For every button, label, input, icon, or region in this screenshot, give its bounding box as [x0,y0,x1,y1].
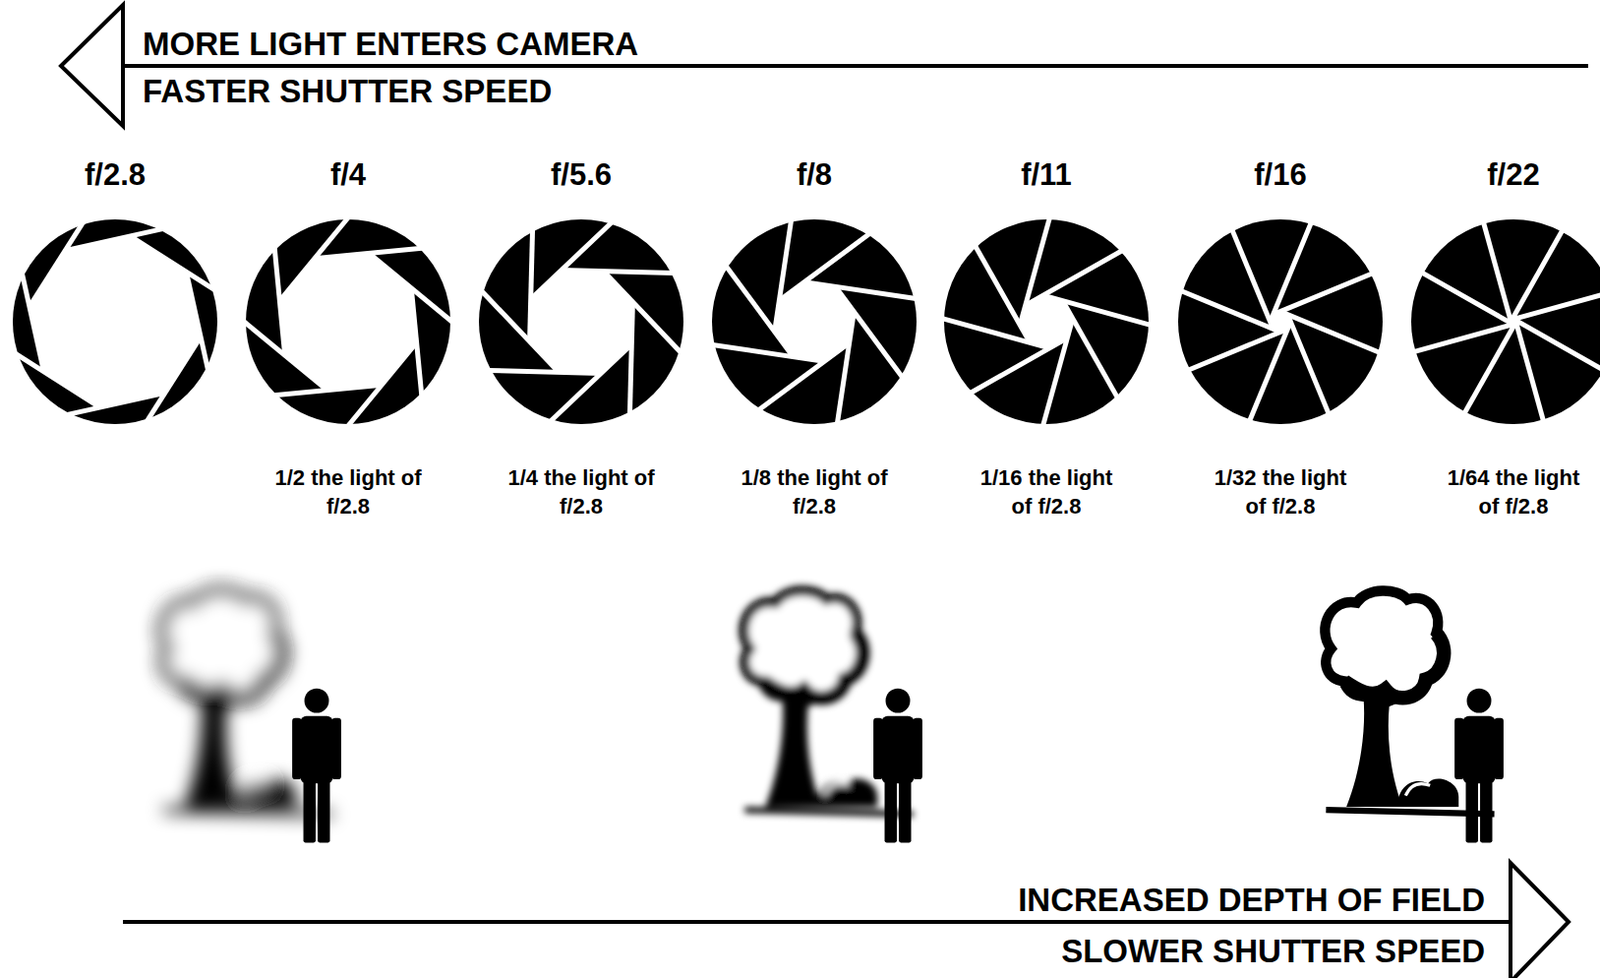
blade-gap [1273,273,1373,315]
blade-gap [368,252,453,322]
blade-gap [29,222,83,307]
aperture-stop: f/2.8 [6,157,224,428]
aperture-stop: f/22 1/64 the light of f/2.8 [1405,157,1600,521]
aperture-disc [1178,219,1383,424]
aperture-icon [8,215,222,428]
blade-gap [411,288,422,396]
blade-gap [1043,318,1073,426]
blade-gap [147,336,201,421]
arrow-label: INCREASED DEPTH OF FIELD [1017,882,1485,918]
f-number: f/5.6 [550,157,612,193]
f-number: f/8 [796,157,832,193]
blade-gap [488,369,601,373]
aperture-disc [944,219,1149,424]
blade-gap [1464,321,1517,414]
f-number: f/2.8 [84,157,146,193]
aperture-stop: f/11 1/16 the light of f/2.8 [938,157,1155,521]
f-number: f/22 [1486,157,1540,193]
blade-gap [530,229,534,342]
blade-gap [15,354,101,408]
aperture-stop: f/5.6 1/4 the light of f/2.8 [473,157,690,521]
blade-gap [129,236,215,290]
f-number: f/4 [330,157,366,193]
light-caption: 1/64 the light of f/2.8 [1439,463,1588,521]
blade-gap [774,220,792,332]
aperture-icon [241,215,455,428]
aperture-icon [474,215,688,428]
arrow-label: SLOWER SHUTTER SPEED [1061,933,1485,969]
top-arrow [60,4,1589,126]
blade-gap [804,282,916,299]
aperture-disc [711,219,917,424]
blade-gap [629,301,633,415]
aperture-stop: f/16 1/32 the light of f/2.8 [1172,157,1389,521]
blade-gap [975,245,1031,344]
blade-gap [1248,321,1291,421]
blade-gap [531,222,613,299]
aperture-disc [245,219,451,424]
aperture-icon [708,215,921,428]
blade-gap [712,344,825,361]
blade-gap [836,311,854,423]
blade-gap [942,318,1050,349]
blade-gap [561,270,674,274]
bottom-arrow [122,862,1569,978]
blade-gap [274,247,286,356]
blade-gap [1019,217,1050,325]
light-caption: 1/8 the light of f/2.8 [740,463,889,521]
aperture-disc [12,219,218,424]
aperture-stop: f/8 1/8 the light of f/2.8 [706,157,923,521]
blade-gap [314,247,422,259]
blade-gap [603,271,681,354]
blade-gap [185,271,208,369]
aperture-disc [1411,219,1600,424]
aperture-disc [478,219,684,424]
blade-gap [1025,250,1124,306]
blade-gap [1063,300,1119,399]
blade-gap [1232,229,1274,329]
blade-gap [550,344,633,421]
scene-deep [1324,590,1504,842]
light-caption: 1/32 the light of f/2.8 [1206,463,1355,521]
blade-gap [243,321,328,391]
aperture-icon [1174,215,1387,428]
arrow-label: MORE LIGHT ENTERS CAMERA [142,26,639,62]
light-caption: 1/2 the light of f/2.8 [274,463,422,521]
blade-gap [1511,291,1600,320]
blade-gap [279,217,349,301]
light-caption: 1/4 the light of f/2.8 [507,463,655,521]
aperture-stop: f/4 1/2 the light of f/2.8 [239,157,457,521]
blade-gap [1515,319,1544,421]
blade-gap [348,342,417,426]
blade-gap [1482,222,1512,324]
blade-gap [481,291,559,373]
blade-gap [274,384,382,396]
blade-gap [1043,295,1151,325]
f-number: f/16 [1253,157,1306,193]
f-number: f/11 [1020,157,1072,193]
aperture-icon [940,215,1153,428]
light-caption: 1/16 the light of f/2.8 [972,463,1121,521]
scene-shallow [162,590,342,842]
arrow-label: FASTER SHUTTER SPEED [142,73,552,110]
aperture-icon [1407,215,1600,428]
blade-gap [1287,314,1329,415]
scene-medium [743,590,923,842]
